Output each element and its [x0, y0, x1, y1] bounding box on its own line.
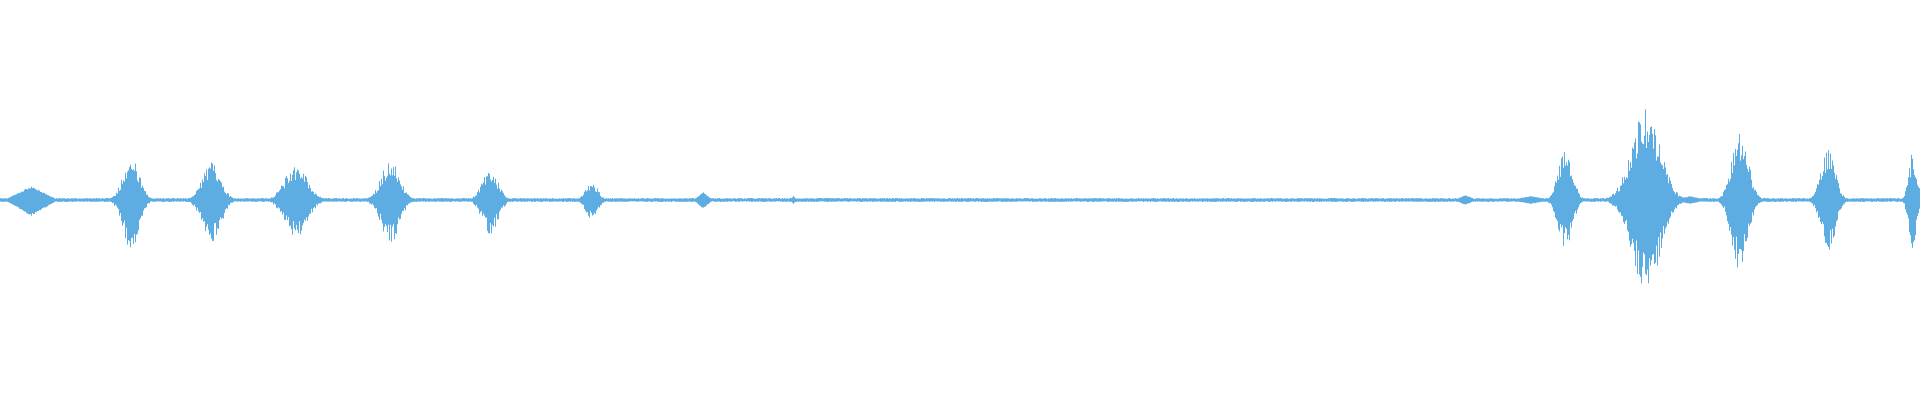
- waveform-peaks: [0, 109, 1920, 284]
